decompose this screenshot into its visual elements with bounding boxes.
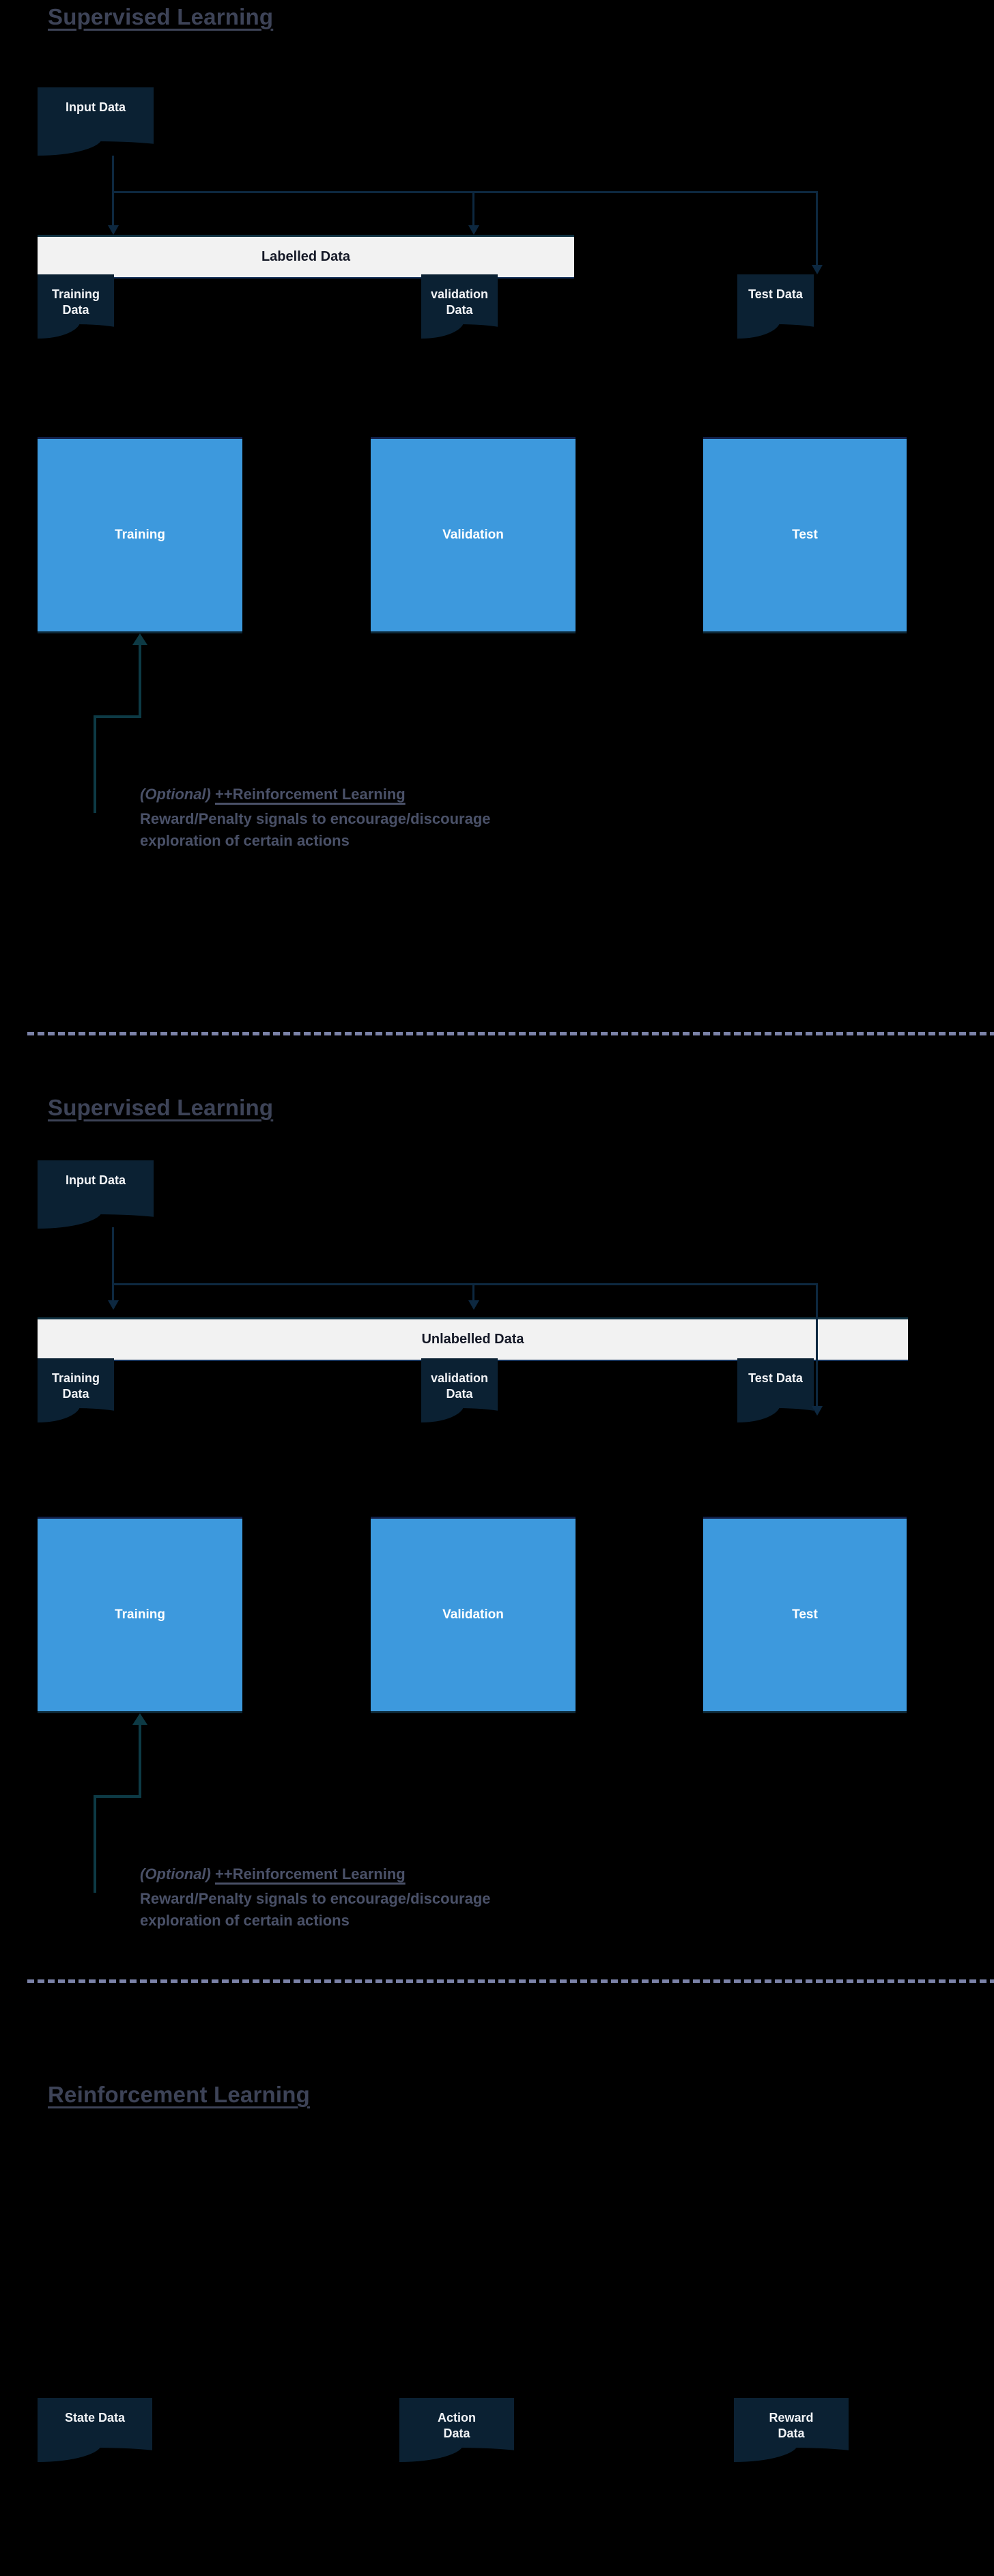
arrow-to-training-data-section2 bbox=[108, 1300, 119, 1310]
optional-rl-body-section2: Reward/Penalty signals to encourage/disc… bbox=[140, 1889, 491, 1929]
training-data-box-section2: Training Data bbox=[38, 1358, 114, 1421]
connector-bus-to-validation-section1 bbox=[472, 191, 474, 228]
reinforcement-learning-name-section2: ++Reinforcement Learning bbox=[215, 1865, 406, 1883]
arrow-to-test-data-section2 bbox=[812, 1406, 823, 1416]
section-title-reinforcement: Reinforcement Learning bbox=[48, 2082, 310, 2107]
validation-data-box-section2: validation Data bbox=[421, 1358, 498, 1421]
optional-rl-note-section1: (Optional) ++Reinforcement Learning Rewa… bbox=[140, 784, 836, 852]
feedback-elbow-section2 bbox=[94, 1795, 141, 1798]
feedback-stem-section1 bbox=[94, 715, 96, 813]
feedback-arrow-to-training-section1 bbox=[132, 633, 147, 645]
feedback-arrow-to-training-section2 bbox=[132, 1713, 147, 1725]
connector-bus-section2 bbox=[112, 1283, 818, 1285]
optional-tag-section2: (Optional) bbox=[140, 1865, 211, 1883]
feedback-elbow-section1 bbox=[94, 715, 141, 718]
feedback-riser-section2 bbox=[139, 1724, 141, 1797]
connector-bus-to-training-section2 bbox=[112, 1283, 114, 1304]
section-title-supervised-labelled: Supervised Learning bbox=[48, 4, 274, 29]
labelled-data-label: Labelled Data bbox=[261, 249, 351, 264]
arrow-to-validation-data-section2 bbox=[468, 1300, 479, 1310]
connector-bus-to-test-section1 bbox=[816, 191, 818, 268]
training-data-box-section1: Training Data bbox=[38, 274, 114, 337]
section-divider-1 bbox=[27, 1032, 994, 1035]
state-data-box: State Data bbox=[38, 2398, 152, 2461]
action-data-box: Action Data bbox=[399, 2398, 514, 2461]
connector-bus-section1 bbox=[112, 191, 818, 193]
section-title-supervised-unlabelled: Supervised Learning bbox=[48, 1095, 274, 1120]
validation-stage-box-section1: Validation bbox=[371, 437, 576, 633]
optional-tag-section1: (Optional) bbox=[140, 786, 211, 803]
test-data-box-section1: Test Data bbox=[737, 274, 814, 337]
arrow-to-training-data-section1 bbox=[108, 225, 119, 235]
arrow-to-test-data-section1 bbox=[812, 265, 823, 274]
connector-bus-to-validation-section2 bbox=[472, 1283, 474, 1304]
reinforcement-learning-name-section1: ++Reinforcement Learning bbox=[215, 786, 406, 803]
optional-rl-headline-section2: (Optional) ++Reinforcement Learning bbox=[140, 1863, 836, 1885]
validation-data-box-section1: validation Data bbox=[421, 274, 498, 337]
labelled-data-bar: Labelled Data bbox=[38, 235, 574, 278]
feedback-riser-section1 bbox=[139, 644, 141, 717]
section-divider-2 bbox=[27, 1979, 994, 1983]
reward-data-box: Reward Data bbox=[734, 2398, 849, 2461]
feedback-stem-section2 bbox=[94, 1795, 96, 1893]
optional-rl-body-section1: Reward/Penalty signals to encourage/disc… bbox=[140, 810, 491, 849]
optional-rl-note-section2: (Optional) ++Reinforcement Learning Rewa… bbox=[140, 1863, 836, 1932]
connector-input-to-bus-section1 bbox=[112, 156, 114, 191]
training-stage-box-section1: Training bbox=[38, 437, 242, 633]
input-data-label-2: Input Data bbox=[66, 1173, 126, 1187]
test-data-box-section2: Test Data bbox=[737, 1358, 814, 1421]
connector-bus-to-training-section1 bbox=[112, 191, 114, 228]
input-data-label: Input Data bbox=[66, 100, 126, 114]
arrow-to-validation-data-section1 bbox=[468, 225, 479, 235]
training-stage-box-section2: Training bbox=[38, 1517, 242, 1713]
input-data-box-section2: Input Data bbox=[38, 1160, 154, 1227]
validation-stage-box-section2: Validation bbox=[371, 1517, 576, 1713]
connector-input-to-bus-section2 bbox=[112, 1227, 114, 1285]
unlabelled-data-bar: Unlabelled Data bbox=[38, 1317, 908, 1361]
optional-rl-headline-section1: (Optional) ++Reinforcement Learning bbox=[140, 784, 836, 805]
unlabelled-data-label: Unlabelled Data bbox=[421, 1332, 524, 1347]
test-stage-box-section1: Test bbox=[703, 437, 907, 633]
test-stage-box-section2: Test bbox=[703, 1517, 907, 1713]
connector-bus-to-test-section2 bbox=[816, 1283, 818, 1409]
input-data-box-section1: Input Data bbox=[38, 87, 154, 154]
